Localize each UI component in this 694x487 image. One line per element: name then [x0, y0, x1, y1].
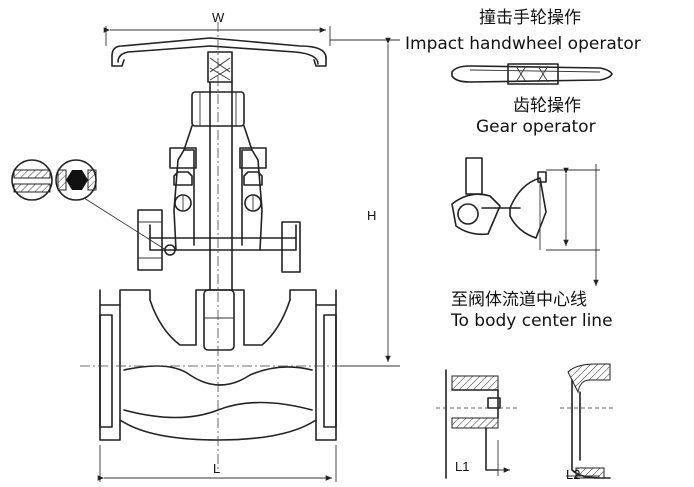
yoke-left: [173, 125, 193, 251]
dim-w-label: W: [212, 10, 225, 25]
impact-handwheel-view: [451, 63, 613, 85]
yoke-right: [243, 125, 263, 251]
gear-operator-label-zh: 齿轮操作: [513, 96, 581, 116]
handwheel: [111, 37, 327, 83]
dim-l2-label: L2: [566, 467, 581, 482]
dim-l-label: L: [213, 461, 221, 476]
valve-body: [99, 289, 337, 441]
valve-main-view: [80, 22, 395, 470]
gear-operator-view: [451, 157, 600, 286]
dim-w: [103, 26, 331, 46]
impact-handwheel-label-zh: 撞击手轮操作: [479, 8, 581, 28]
dim-h: [330, 37, 400, 367]
l2-section-detail: [560, 363, 614, 479]
gear-operator-label-en: Gear operator: [476, 117, 596, 137]
gland-bolts: [169, 147, 267, 212]
dim-h-label: H: [367, 208, 377, 223]
disc: [203, 289, 235, 351]
center-line-label-zh: 至阀体流道中心线: [451, 290, 587, 310]
bonnet-bolt-left: [137, 209, 163, 271]
impact-handwheel-label-en: Impact handwheel operator: [405, 34, 641, 54]
dim-l1-label: L1: [455, 459, 470, 474]
dim-l: [97, 445, 337, 482]
seal-detail-callouts: [11, 159, 167, 251]
center-line-label-en: To body center line: [451, 311, 613, 331]
